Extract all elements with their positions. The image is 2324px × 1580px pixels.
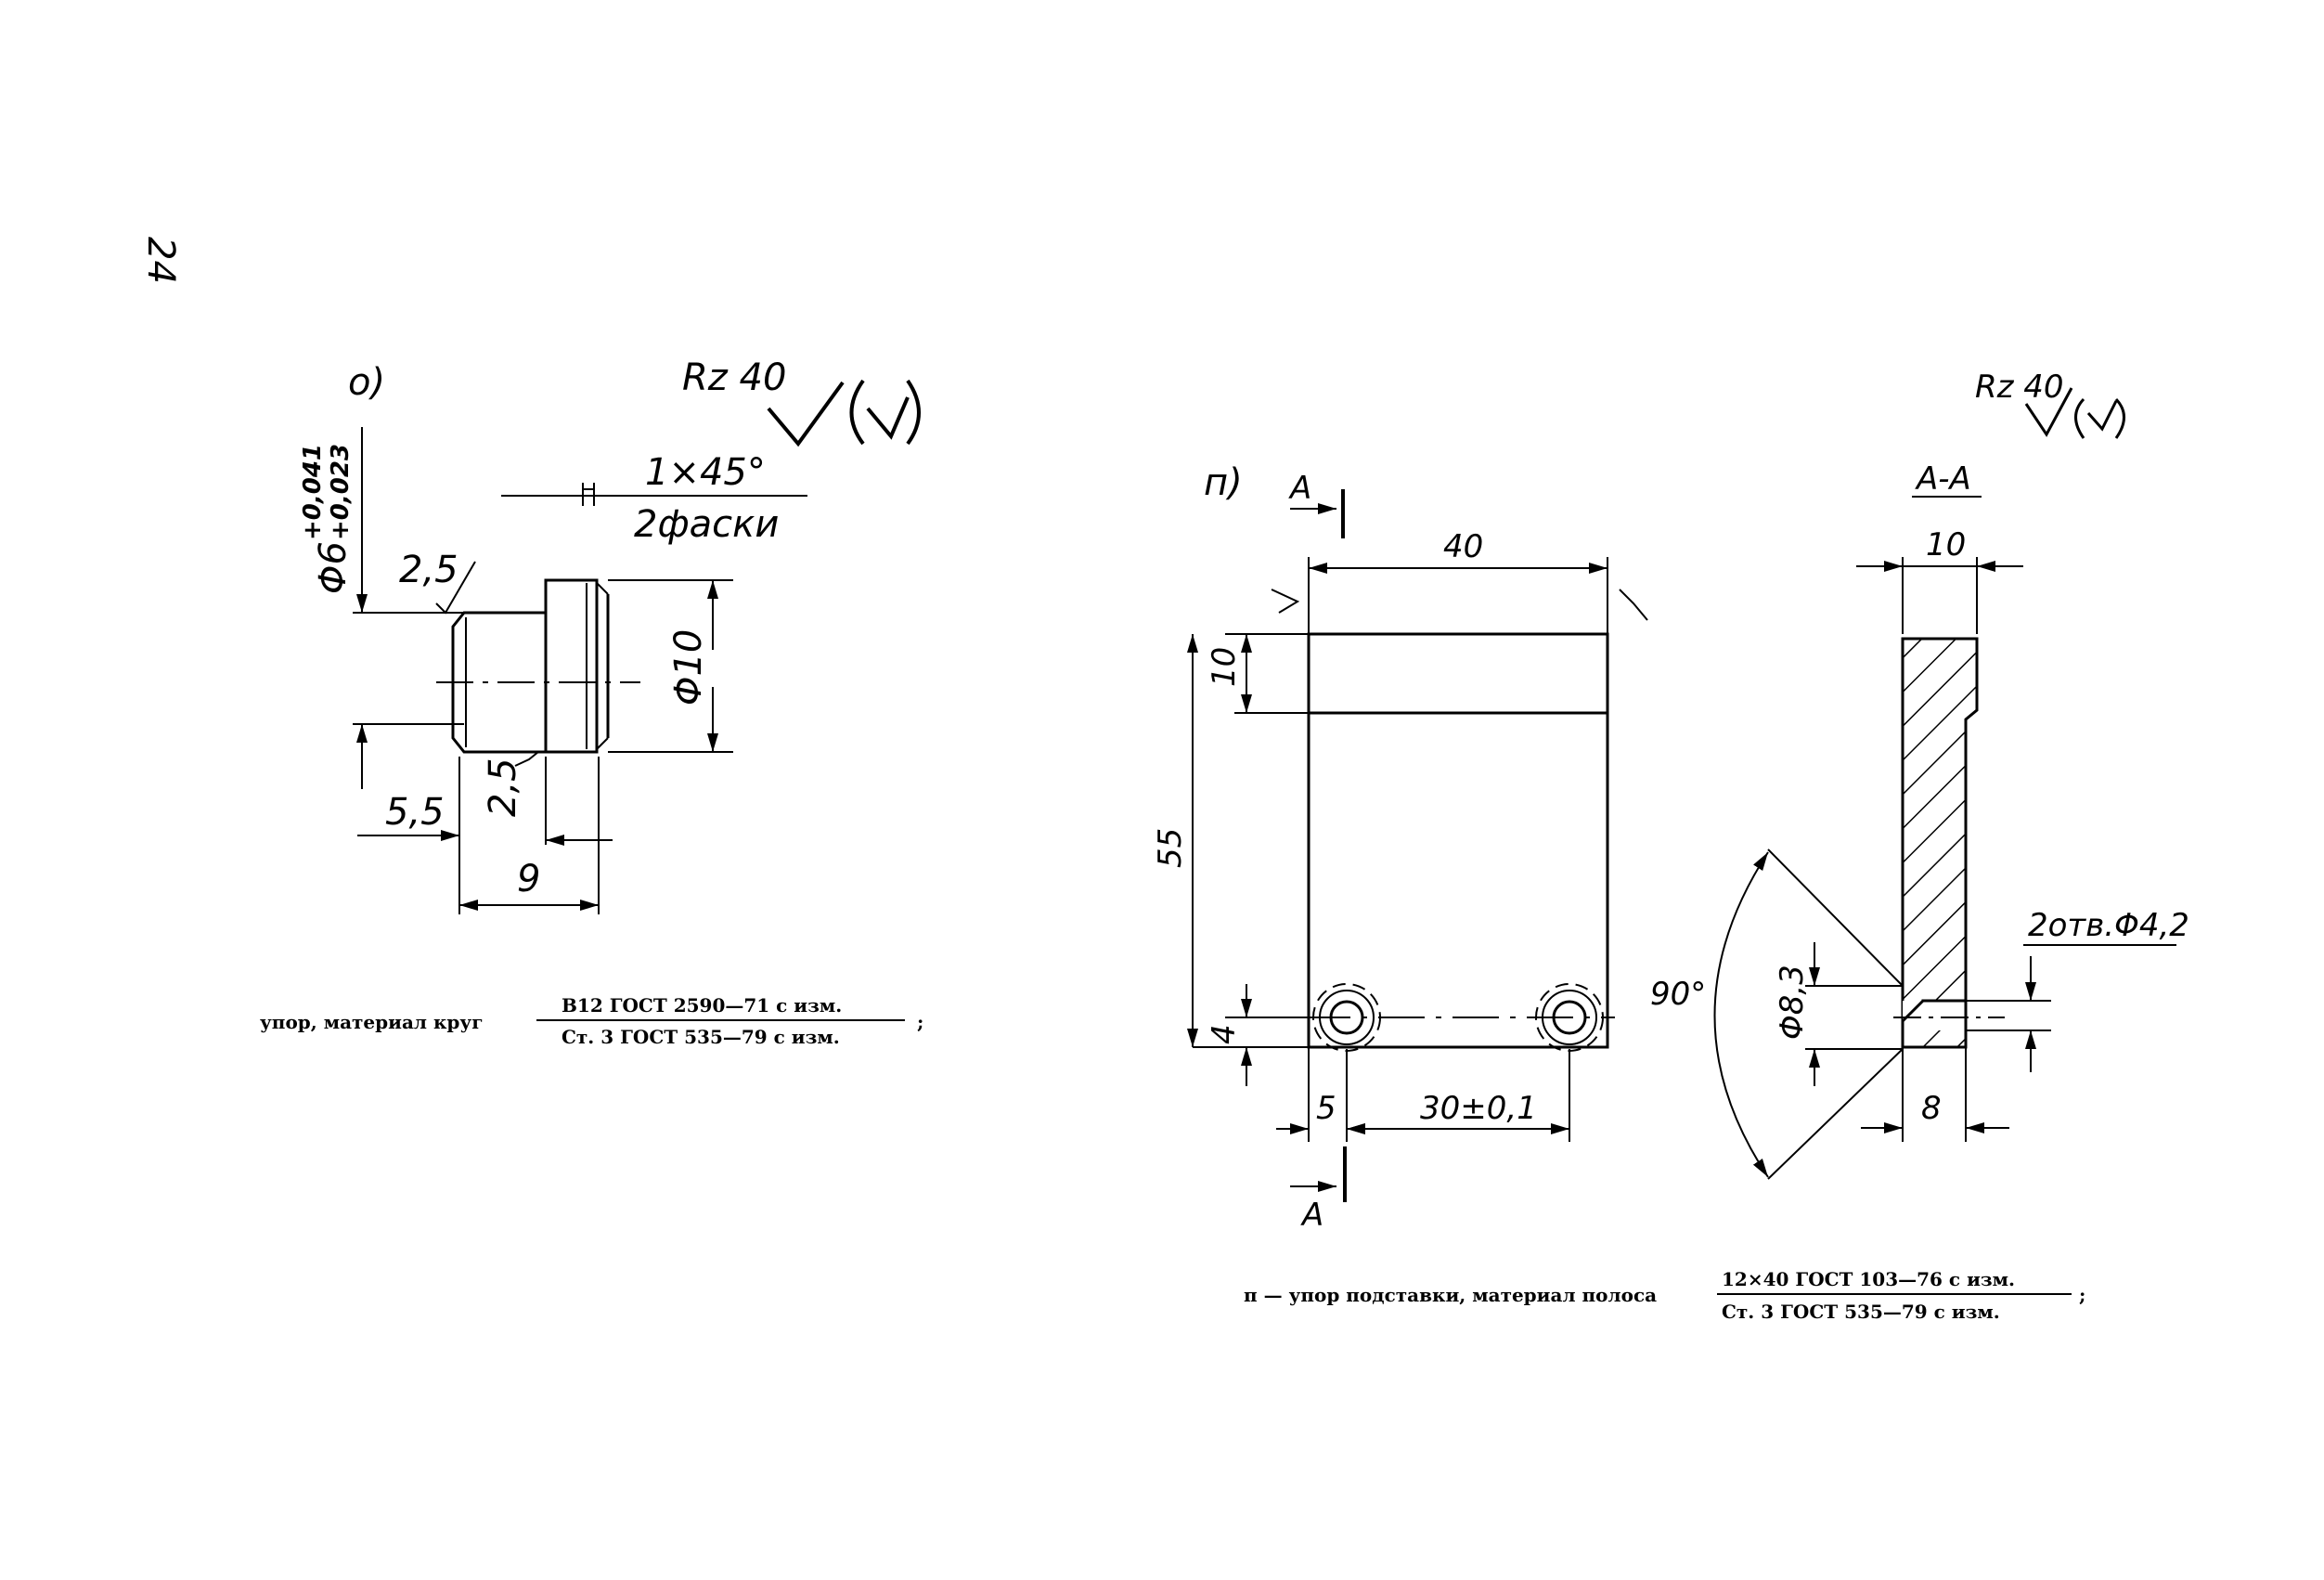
fig-p-sec-width: 10 [1926,526,1966,563]
roughness-check-icon [767,379,921,447]
fig-p-holes-note: 2отв.Φ4,2 [2028,907,2189,944]
fig-o-len-a: 5,5 [385,791,445,834]
fig-p-csink-diam: Φ8,3 [1774,965,1811,1040]
fig-p-top-band: 10 [1206,647,1243,687]
fig-o-rough-a: 2,5 [399,549,458,591]
fig-o-diam-small: Φ6 [312,541,355,594]
fig-o-len-b: 9 [517,858,540,900]
fig-p-caption-end: ; [2079,1284,2085,1306]
fig-o-tol-upper: +0,041 [299,444,327,540]
fig-o-chamfer-1: 1×45° [645,451,766,494]
section-mark-bottom: A [1300,1197,1323,1234]
fig-o-diam-large: Φ10 [667,629,710,706]
fig-p-caption-num: 12×40 ГОСТ 103—76 с изм. [1722,1268,2015,1290]
fig-p-section-title: A-A [1915,460,1971,498]
fig-p-caption-den: Ст. 3 ГОСТ 535—79 с изм. [1722,1301,2000,1323]
fig-o-tol-lower: +0,023 [327,444,355,540]
section-profile [1901,637,1979,1049]
fig-p-roughness-value: Rz 40 [1975,369,2064,406]
figure-p: п) Rz 40 A A [1152,369,2189,1323]
fig-o-caption-end: ; [917,1011,923,1033]
page-number: 24 [139,237,182,284]
fig-o-caption-num: В12 ГОСТ 2590—71 с изм. [562,994,842,1017]
fig-p-hole-offset: 4 [1206,1024,1243,1044]
figure-o: о) Rz 40 1×45° 2фаски Φ6 +0 [260,356,923,1048]
fig-p-width: 40 [1443,528,1483,565]
fig-o-caption-prefix: упор, материал круг [260,1011,483,1033]
fig-p-hole-spacing: 30±0,1 [1420,1090,1537,1127]
fig-o-rough-b: 2,5 [482,758,524,817]
fig-o-label: о) [348,361,385,404]
fig-o-caption-den: Ст. 3 ГОСТ 535—79 с изм. [562,1026,840,1048]
fig-p-caption-prefix: п — упор подставки, материал полоса [1244,1284,1657,1306]
fig-p-height: 55 [1152,828,1189,868]
roughness-check-icon-2 [2024,387,2125,439]
fig-p-edge: 5 [1316,1090,1336,1127]
fig-o-chamfer-2: 2фаски [634,503,779,546]
fig-p-sec-bottom: 8 [1921,1090,1942,1127]
section-mark-top: A [1288,470,1311,507]
fig-p-angle: 90° [1650,976,1706,1013]
fig-o-roughness-value: Rz 40 [682,356,786,399]
fig-p-label: п) [1204,461,1243,504]
